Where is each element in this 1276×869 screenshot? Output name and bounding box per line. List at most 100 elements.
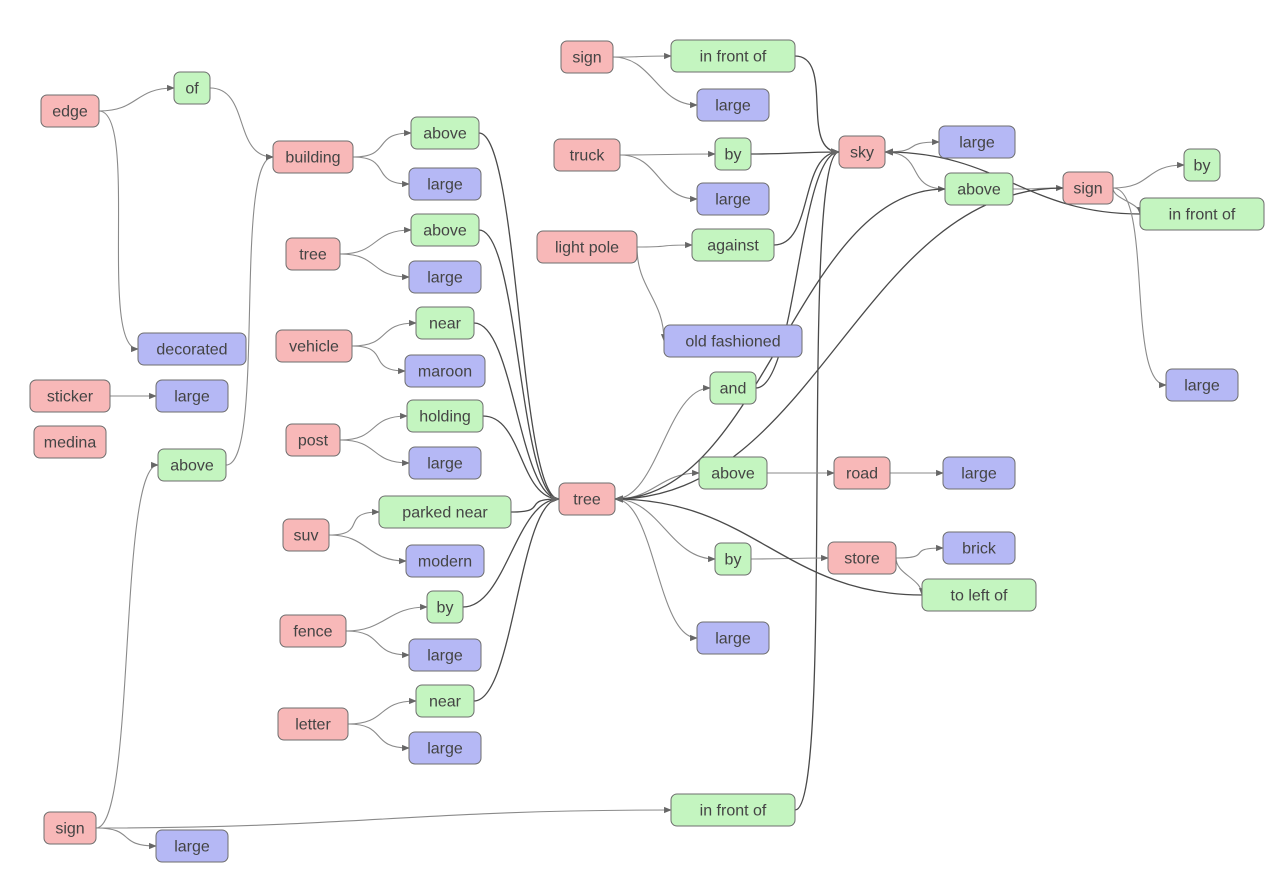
node-box: [29, 379, 111, 413]
edge-building-to-large_b: [352, 156, 410, 188]
node-box: [410, 116, 480, 150]
edge-toleft-to-tree_c: [614, 495, 923, 596]
node-label: light pole: [555, 240, 619, 257]
node-label: edge: [52, 104, 88, 121]
node-attribute-large_r: large: [1165, 368, 1239, 402]
node-box: [714, 542, 752, 576]
edge-sign_r-to-large_r: [1112, 187, 1167, 389]
edge-tree1-to-large_t: [339, 253, 410, 281]
node-label: tree: [299, 247, 327, 264]
node-relation-above_tc: above: [698, 456, 768, 490]
node-relation-near_l: near: [415, 684, 475, 718]
node-label: decorated: [156, 342, 227, 359]
node-relation-parked: parked near: [378, 495, 512, 529]
node-box: [155, 829, 229, 863]
node-layer: edge of building above large tree above large de…: [29, 39, 1265, 863]
node-label: large: [1184, 378, 1220, 395]
edge-near_v-to-tree_c: [473, 322, 560, 503]
node-box: [691, 228, 775, 262]
node-box: [827, 541, 897, 575]
edge-letter-to-large_l: [347, 723, 410, 752]
node-box: [944, 172, 1014, 206]
node-relation-infront_t: in front of: [670, 39, 796, 73]
edge-sign_t-to-large_stop: [612, 56, 698, 109]
node-object-edge1: edge: [40, 94, 100, 128]
node-relation-above_t: above: [410, 213, 480, 247]
node-object-vehicle: vehicle: [275, 329, 353, 363]
node-attribute-large_l: large: [408, 731, 482, 765]
node-box: [155, 379, 229, 413]
node-box: [714, 137, 752, 171]
node-label: store: [844, 551, 880, 568]
node-object-tree_c: tree: [558, 482, 616, 516]
node-label: by: [437, 600, 454, 617]
node-label: above: [170, 458, 214, 475]
node-label: large: [427, 741, 463, 758]
node-label: letter: [295, 717, 331, 734]
node-box: [157, 448, 227, 482]
node-box: [553, 138, 621, 172]
node-label: building: [285, 150, 340, 167]
node-object-letter: letter: [277, 707, 349, 741]
edge-fence-to-by_f: [345, 603, 428, 632]
node-attribute-large_f: large: [408, 638, 482, 672]
node-box: [670, 793, 796, 827]
node-label: near: [429, 694, 462, 711]
node-box: [404, 354, 486, 388]
node-box: [833, 456, 891, 490]
edge-sign_bl-to-infront_b: [95, 806, 672, 829]
node-box: [279, 614, 347, 648]
edge-near_l-to-tree_c: [473, 495, 560, 702]
node-object-medina: medina: [33, 425, 107, 459]
node-box: [285, 237, 341, 271]
edge-tree_c-to-by_c: [614, 498, 716, 563]
node-label: by: [725, 147, 742, 164]
edge-lightpole-to-against: [636, 241, 693, 249]
node-object-sky: sky: [838, 135, 886, 169]
edge-edge1-to-decorated: [98, 110, 139, 353]
node-relation-infront_r: in front of: [1139, 197, 1265, 231]
edge-above_b-to-tree_c: [478, 132, 560, 503]
node-label: of: [185, 81, 199, 98]
node-box: [698, 456, 768, 490]
edge-truck-to-by_tr: [619, 150, 716, 158]
node-box: [285, 423, 341, 457]
edge-lightpole-to-oldf: [636, 246, 668, 342]
edge-above_s-to-building: [225, 153, 274, 466]
node-label: large: [959, 135, 995, 152]
node-attribute-large_stop: large: [696, 88, 770, 122]
node-box: [406, 399, 484, 433]
node-object-road: road: [833, 456, 891, 490]
node-box: [405, 544, 485, 578]
node-relation-holding: holding: [406, 399, 484, 433]
node-box: [43, 811, 97, 845]
node-box: [408, 446, 482, 480]
node-object-sign_bl: sign: [43, 811, 97, 845]
edge-truck-to-large_tr: [619, 154, 698, 203]
edge-vehicle-to-near_v: [351, 319, 417, 347]
edge-sign_r-to-by_r: [1112, 161, 1185, 189]
node-attribute-modern: modern: [405, 544, 485, 578]
node-box: [272, 140, 354, 174]
node-box: [282, 518, 330, 552]
node-label: sky: [850, 145, 874, 162]
node-attribute-large_st: large: [155, 379, 229, 413]
edge-sky-to-above_sky: [884, 151, 946, 193]
node-label: and: [720, 381, 747, 398]
edge-tree_c-to-large_tc: [614, 498, 698, 642]
node-attribute-large_tr: large: [696, 182, 770, 216]
node-label: suv: [294, 528, 319, 545]
node-label: sticker: [47, 389, 94, 406]
node-object-tree1: tree: [285, 237, 341, 271]
node-box: [696, 621, 770, 655]
node-box: [33, 425, 107, 459]
node-box: [942, 531, 1016, 565]
edge-tree_c-to-and1: [614, 384, 711, 500]
node-label: large: [174, 389, 210, 406]
node-box: [378, 495, 512, 529]
edge-store-to-toleft: [895, 557, 926, 596]
edge-tree1-to-above_t: [339, 226, 412, 255]
node-object-post: post: [285, 423, 341, 457]
node-object-fence: fence: [279, 614, 347, 648]
node-relation-above_sky: above: [944, 172, 1014, 206]
